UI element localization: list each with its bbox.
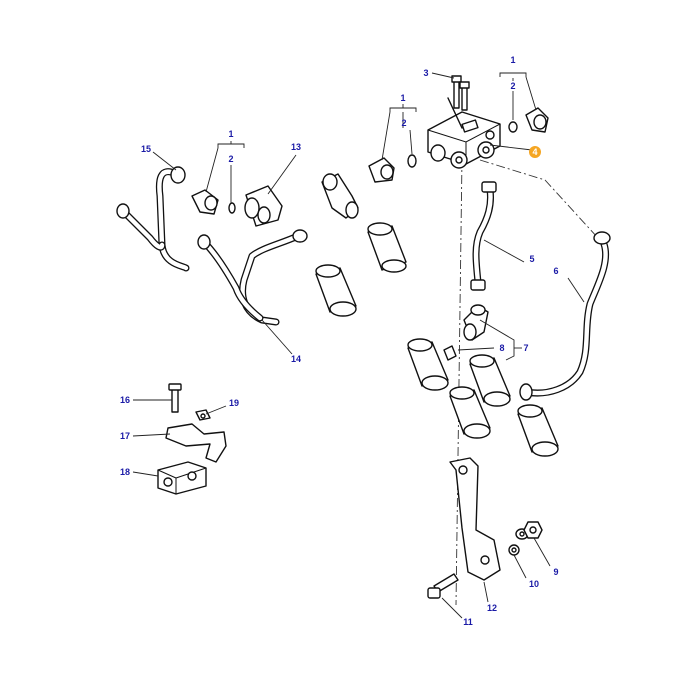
callout-1-left: 1 xyxy=(228,129,233,139)
callout-10: 10 xyxy=(529,579,539,589)
centerlines xyxy=(455,157,599,606)
top-bolts xyxy=(447,75,470,129)
callout-7: 7 xyxy=(523,343,528,353)
adapter-fitting xyxy=(321,173,359,219)
callout-labels: 3 1 2 1 2 1 2 13 15 4 5 6 7 8 14 16 19 1… xyxy=(120,55,559,627)
elbow-fitting xyxy=(443,304,489,361)
callout-1-middle: 1 xyxy=(400,93,405,103)
callout-8: 8 xyxy=(499,343,504,353)
fitting-left xyxy=(191,189,236,215)
coupler-e xyxy=(449,386,491,439)
bracket-17 xyxy=(165,423,227,463)
coupler-b xyxy=(315,264,357,317)
callout-11: 11 xyxy=(463,617,473,627)
block-18 xyxy=(157,461,207,495)
valve-block xyxy=(427,111,501,169)
fitting-upper-right xyxy=(508,107,549,133)
callout-13: 13 xyxy=(291,142,301,152)
pipe-6 xyxy=(519,231,611,401)
highlight-marker-4 xyxy=(529,146,541,158)
callout-4: 4 xyxy=(532,147,537,157)
callout-2-left: 2 xyxy=(228,154,233,164)
callout-2-upper-right: 2 xyxy=(510,81,515,91)
callout-2-middle: 2 xyxy=(401,118,406,128)
bolt-11 xyxy=(427,573,459,599)
callout-17: 17 xyxy=(120,431,130,441)
tee-connector xyxy=(244,185,283,227)
callout-18: 18 xyxy=(120,467,130,477)
washer-nut xyxy=(508,521,543,556)
clip-19 xyxy=(195,409,211,421)
callout-3: 3 xyxy=(423,68,428,78)
callout-14: 14 xyxy=(291,354,301,364)
callout-16: 16 xyxy=(120,395,130,405)
pipe-14 xyxy=(197,229,308,326)
callout-5: 5 xyxy=(529,254,534,264)
callout-19: 19 xyxy=(229,398,239,408)
bolt-16 xyxy=(168,383,182,413)
callout-15: 15 xyxy=(141,144,151,154)
pipe-5 xyxy=(470,181,497,291)
pipe-15 xyxy=(116,166,190,272)
callout-12: 12 xyxy=(487,603,497,613)
callout-6: 6 xyxy=(553,266,558,276)
fitting-middle xyxy=(368,154,417,183)
callout-9: 9 xyxy=(553,567,558,577)
coupler-c xyxy=(407,338,449,391)
leader-lines xyxy=(132,72,585,619)
coupler-f xyxy=(517,404,559,457)
callout-1-upper-right: 1 xyxy=(510,55,515,65)
bracket-12 xyxy=(449,457,501,581)
coupler-a xyxy=(367,222,407,273)
coupler-d xyxy=(469,354,511,407)
